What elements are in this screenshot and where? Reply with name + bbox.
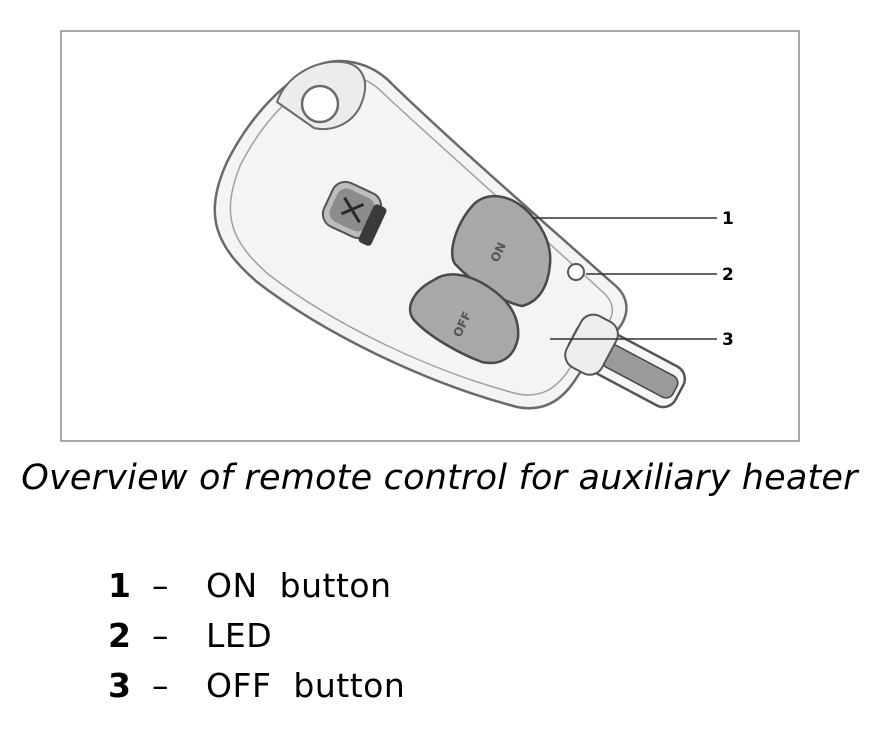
legend-item-off-button: 3 – OFF button xyxy=(108,666,405,716)
legend-text: LED xyxy=(206,616,273,655)
remote-control-figure: ON OFF 1 2 3 xyxy=(60,30,800,442)
led-indicator xyxy=(567,263,585,281)
legend-dash: – xyxy=(152,566,169,605)
legend-text: ON button xyxy=(206,566,392,605)
remote-control-illustration: ON OFF 1 2 3 xyxy=(213,59,734,410)
legend-item-on-button: 1 – ON button xyxy=(108,566,405,616)
legend-item-led: 2 – LED xyxy=(108,616,405,666)
remote-body-inner-edge xyxy=(229,73,614,396)
legend-list: 1 – ON button 2 – LED 3 – OFF button xyxy=(108,566,405,716)
callout-1-number: 1 xyxy=(722,209,734,229)
legend-dash: – xyxy=(152,616,169,655)
on-button-shape: ON xyxy=(450,195,552,308)
key-blade xyxy=(564,313,687,409)
legend-number: 2 xyxy=(108,616,131,655)
legend-number: 3 xyxy=(108,666,131,705)
legend-number: 1 xyxy=(108,566,131,605)
off-button-shape: OFF xyxy=(408,273,520,365)
figure-caption: Overview of remote control for auxiliary… xyxy=(21,458,858,498)
brand-emblem-icon xyxy=(321,180,387,246)
callout-3-number: 3 xyxy=(722,330,734,350)
legend-dash: – xyxy=(152,666,169,705)
keyring-hole xyxy=(300,84,340,124)
legend-text: OFF button xyxy=(206,666,406,705)
remote-body-outline xyxy=(213,59,628,410)
callout-2-number: 2 xyxy=(722,265,734,285)
